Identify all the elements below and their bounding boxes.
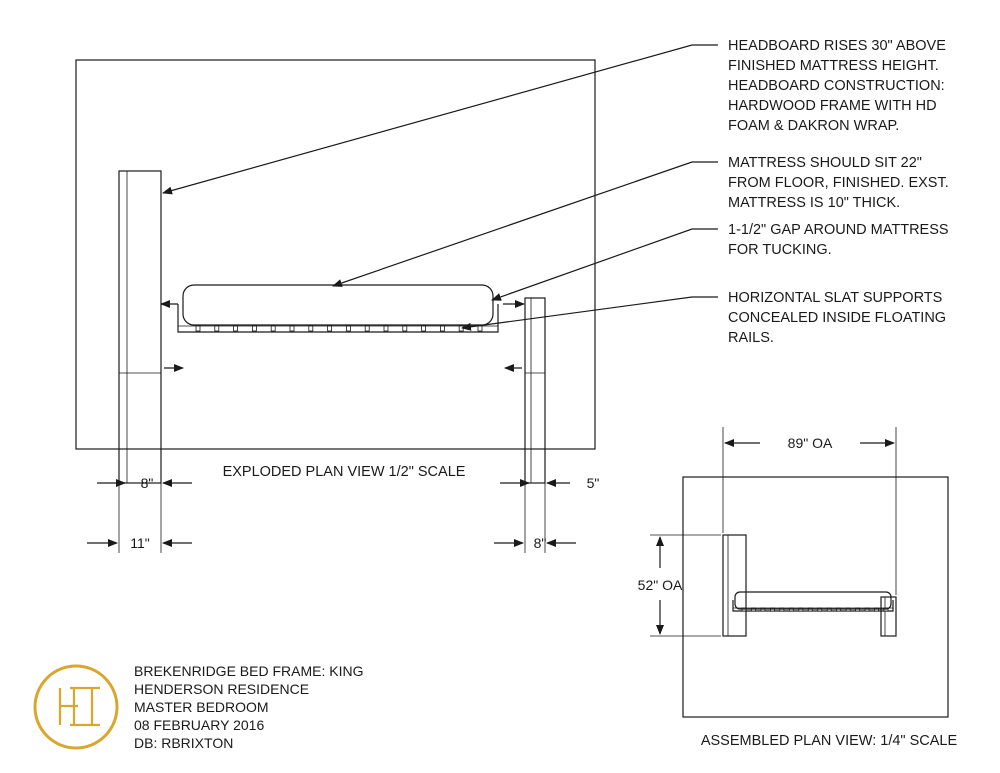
slat	[251, 325, 257, 332]
notes: HEADBOARD RISES 30" ABOVE FINISHED MATTR…	[728, 38, 953, 346]
note-slats: HORIZONTAL SLAT SUPPORTS CONCEALED INSID…	[728, 290, 950, 346]
note-mattress: MATTRESS SHOULD SIT 22" FROM FLOOR, FINI…	[728, 155, 953, 211]
title-block-line: DB: RBRIXTON	[134, 735, 233, 751]
note-line: HORIZONTAL SLAT SUPPORTS	[728, 290, 942, 306]
leader-headboard	[162, 44, 718, 195]
dimension-label: 8"	[534, 535, 547, 551]
note-headboard: HEADBOARD RISES 30" ABOVE FINISHED MATTR…	[728, 38, 950, 134]
exploded-view-title: EXPLODED PLAN VIEW 1/2" SCALE	[223, 464, 466, 480]
slat	[364, 325, 370, 332]
assembled-plan-view: 89" OA 52" OA ASSEMBLED PLAN VIEW: 1/4" …	[638, 427, 958, 749]
slat	[383, 325, 389, 332]
slat	[327, 325, 333, 332]
mattress	[182, 284, 494, 326]
dimension-headboard-11: 11"	[87, 483, 192, 553]
assembled-view-frame	[682, 476, 949, 718]
slat	[308, 325, 314, 332]
dimension-footboard-5: 5"	[500, 475, 599, 491]
headboard	[118, 170, 162, 484]
title-block-line: MASTER BEDROOM	[134, 699, 269, 715]
note-line: HEADBOARD CONSTRUCTION:	[728, 78, 945, 94]
note-line: FINISHED MATTRESS HEIGHT.	[728, 58, 939, 74]
leader-slats	[461, 296, 718, 331]
note-line: MATTRESS SHOULD SIT 22"	[728, 155, 922, 171]
note-line: 1-1/2" GAP AROUND MATTRESS	[728, 222, 949, 238]
slat	[421, 325, 427, 332]
title-block-text: BREKENRIDGE BED FRAME: KING HENDERSON RE…	[134, 663, 367, 751]
title-block: BREKENRIDGE BED FRAME: KING HENDERSON RE…	[33, 663, 367, 751]
slat	[214, 325, 220, 332]
dimension-label: 8"	[141, 475, 154, 491]
assembled-view-title: ASSEMBLED PLAN VIEW: 1/4" SCALE	[701, 733, 958, 749]
dimension-overall-width: 89" OA	[722, 427, 897, 595]
dimension-overall-height: 52" OA	[638, 534, 721, 637]
slat-supports	[195, 325, 483, 332]
dimension-label: 5"	[587, 475, 600, 491]
dimension-footboard-8: 8"	[494, 483, 576, 553]
assembled-mattress	[734, 591, 892, 610]
leader-gap	[491, 228, 718, 301]
assembled-footboard	[880, 596, 897, 637]
slat	[402, 325, 408, 332]
note-line: RAILS.	[728, 330, 774, 346]
note-line: CONCEALED INSIDE FLOATING	[728, 310, 946, 326]
leader-mattress	[332, 161, 718, 287]
note-line: HEADBOARD RISES 30" ABOVE	[728, 38, 946, 54]
note-line: FROM FLOOR, FINISHED. EXST.	[728, 175, 949, 191]
dimension-label: 89" OA	[788, 435, 833, 451]
note-line: FOAM & DAKRON WRAP.	[728, 118, 899, 134]
logo	[33, 664, 119, 750]
slat	[439, 325, 445, 332]
note-line: FOR TUCKING.	[728, 242, 832, 258]
slat	[270, 325, 276, 332]
footboard	[524, 297, 546, 484]
slat	[233, 325, 239, 332]
title-block-line: BREKENRIDGE BED FRAME: KING	[134, 663, 363, 679]
slat	[477, 325, 483, 332]
exploded-plan-view: 8" 11" 5" 8" EXPLODED PLAN VIEW 1/2" SCA…	[75, 44, 718, 553]
dimension-label: 11"	[130, 535, 150, 551]
slat	[345, 325, 351, 332]
note-line: MATTRESS IS 10" THICK.	[728, 195, 900, 211]
floating-rail	[177, 304, 499, 333]
slat	[195, 325, 201, 332]
note-line: HARDWOOD FRAME WITH HD	[728, 98, 937, 114]
note-gap: 1-1/2" GAP AROUND MATTRESS FOR TUCKING.	[728, 222, 953, 258]
assembled-headboard	[722, 534, 747, 637]
dimension-headboard-8: 8"	[97, 475, 192, 491]
title-block-line: HENDERSON RESIDENCE	[134, 681, 309, 697]
title-block-line: 08 FEBRUARY 2016	[134, 717, 264, 733]
dimension-label: 52" OA	[638, 577, 683, 593]
exploded-view-frame	[75, 59, 596, 450]
slat	[289, 325, 295, 332]
